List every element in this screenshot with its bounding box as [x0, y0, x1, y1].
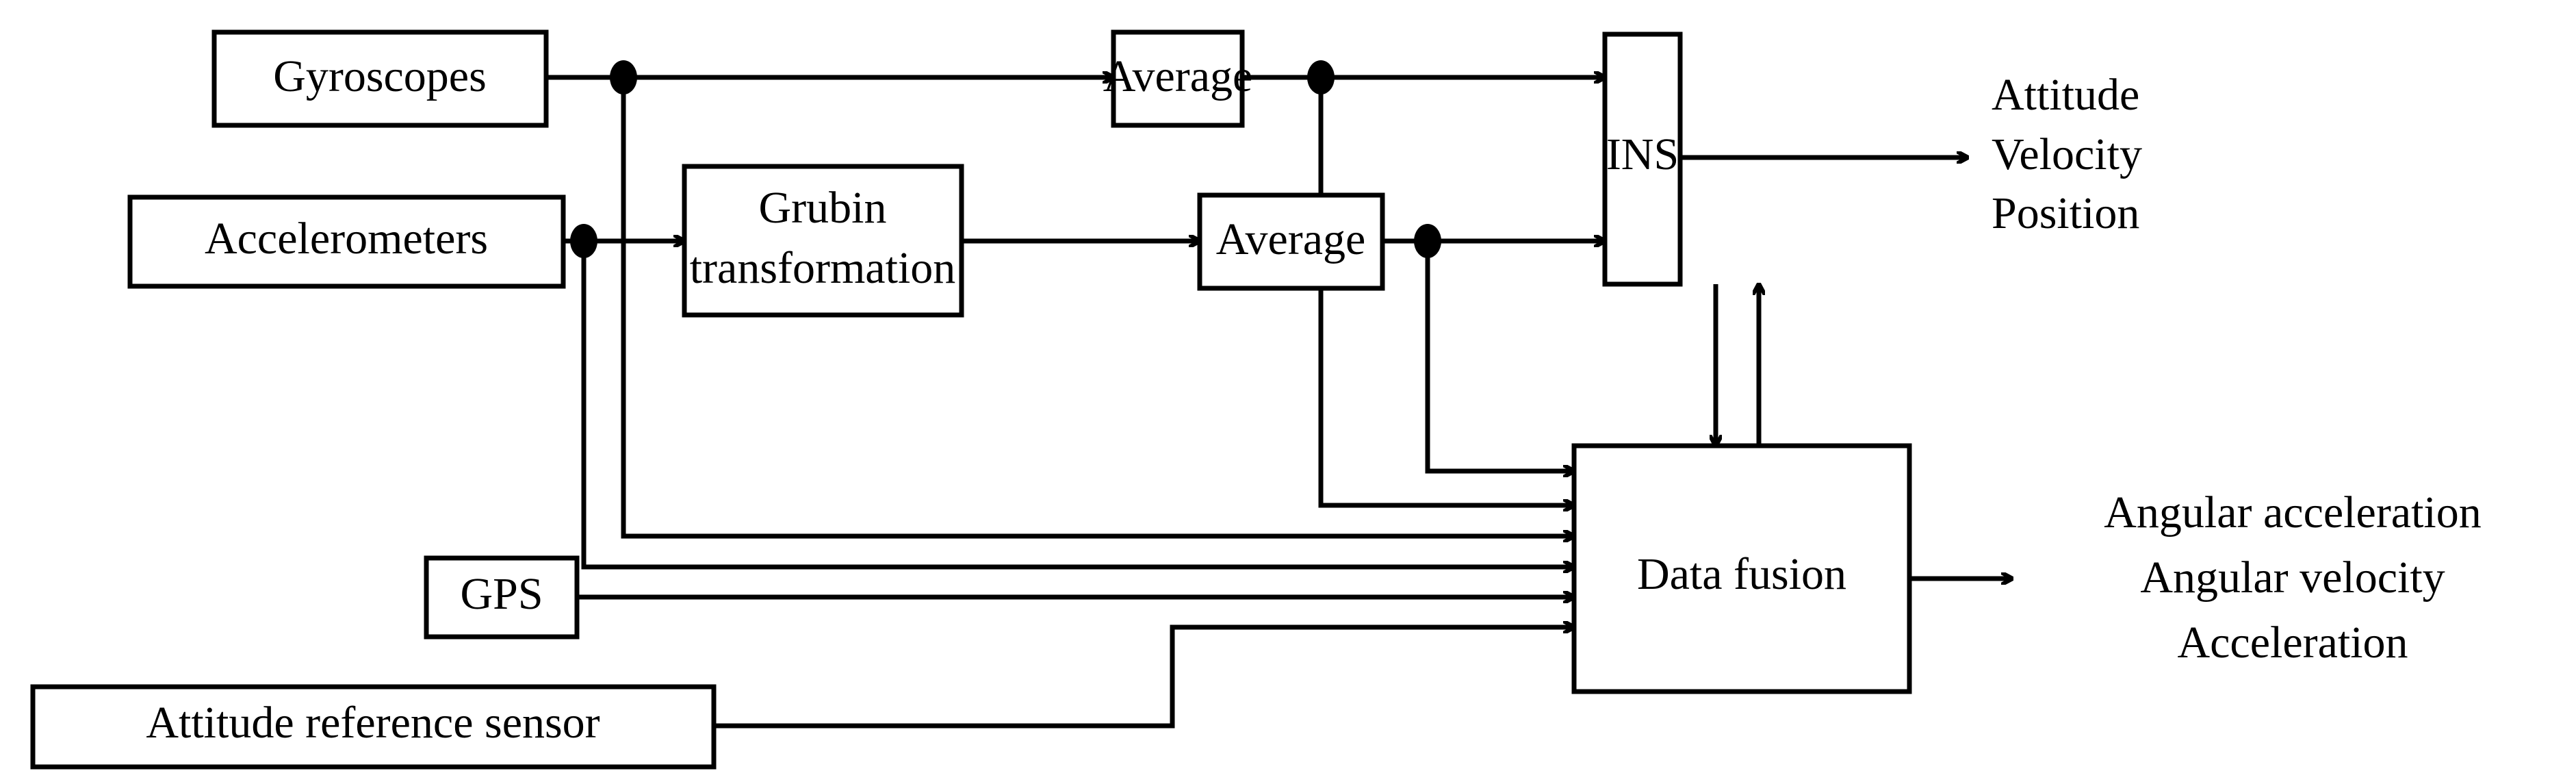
wire-gyro-to-data-fusion: [621, 77, 1574, 536]
block-grubin-transformation[interactable]: Grubin transformation: [682, 164, 964, 318]
block-gps[interactable]: GPS: [424, 555, 580, 640]
output-label-acceleration: Acceleration: [2177, 618, 2408, 668]
wire-average-top-to-data-fusion: [1318, 77, 1574, 505]
block-label-grubin-line1: Grubin: [759, 183, 887, 233]
block-average-top[interactable]: Average: [1103, 29, 1253, 128]
output-label-attitude: Attitude: [1992, 70, 2139, 120]
output-label-angular-velocity: Angular velocity: [2140, 553, 2445, 603]
wire-accel-to-data-fusion: [581, 241, 1574, 567]
wire-average-mid-to-data-fusion: [1425, 241, 1574, 471]
junction-dot-average-top: [1307, 60, 1335, 94]
block-label-accelerometers: Accelerometers: [205, 214, 488, 264]
block-gyroscopes[interactable]: Gyroscopes: [211, 29, 549, 128]
junction-dot-gyroscopes: [610, 60, 637, 94]
wire-attitude-ref-to-data-fusion: [714, 627, 1574, 729]
block-ins[interactable]: INS: [1602, 31, 1683, 287]
junction-dot-average-mid: [1414, 224, 1441, 258]
output-label-position: Position: [1992, 188, 2139, 238]
junction-dot-accelerometers: [570, 224, 597, 258]
block-accelerometers[interactable]: Accelerometers: [127, 194, 566, 289]
block-average-mid[interactable]: Average: [1197, 192, 1385, 291]
block-data-fusion[interactable]: Data fusion: [1571, 443, 1912, 694]
block-label-attitude-reference-sensor: Attitude reference sensor: [146, 698, 600, 748]
block-label-average-mid: Average: [1216, 214, 1366, 264]
output-labels-data-fusion: Angular acceleration Angular velocity Ac…: [2104, 488, 2482, 668]
block-label-data-fusion: Data fusion: [1637, 549, 1846, 599]
block-label-grubin-line2: transformation: [690, 243, 956, 293]
output-label-velocity: Velocity: [1992, 129, 2142, 179]
block-label-gyroscopes: Gyroscopes: [273, 51, 487, 101]
block-label-gps: GPS: [460, 569, 543, 619]
block-label-average-top: Average: [1103, 51, 1253, 101]
block-label-ins: INS: [1606, 129, 1679, 179]
block-attitude-reference-sensor[interactable]: Attitude reference sensor: [30, 684, 717, 770]
output-labels-ins: Attitude Velocity Position: [1992, 70, 2142, 238]
output-label-angular-acceleration: Angular acceleration: [2104, 488, 2482, 538]
